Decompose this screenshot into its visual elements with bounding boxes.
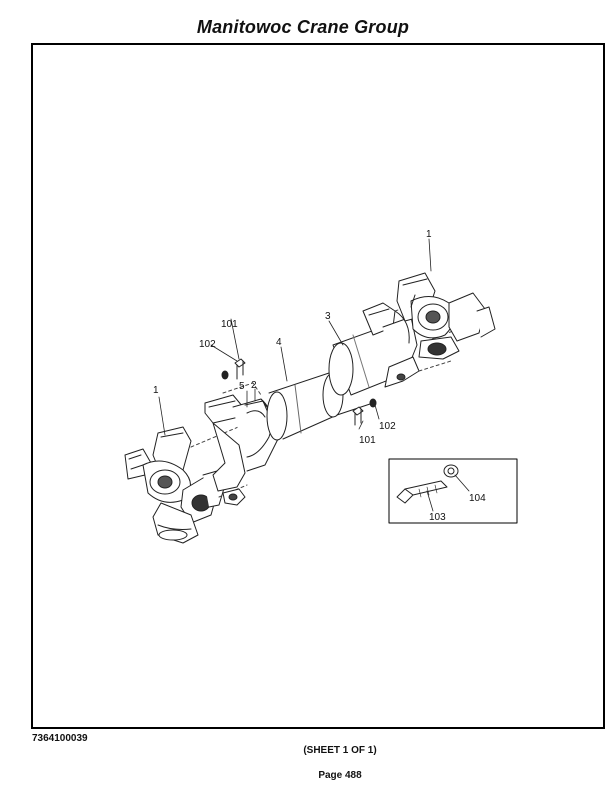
callout-bolt-lower: 101 <box>359 435 376 446</box>
callout-detail-bolt: 103 <box>429 512 446 523</box>
callout-yoke-right: 1 <box>426 229 432 240</box>
left-universal-joint <box>124 426 226 544</box>
diagram-frame: 1 1 2 3 4 5 101 102 101 102 103 104 <box>31 43 605 729</box>
sheet-label: (SHEET 1 OF 1) <box>303 745 377 756</box>
callout-tube: 3 <box>325 311 331 322</box>
driveshaft-exploded-diagram: 1 1 2 3 4 5 101 102 101 102 103 104 <box>124 229 518 544</box>
callout-washer-lower: 102 <box>379 421 396 432</box>
lower-bolt-and-washer <box>352 398 380 430</box>
callout-yoke-left: 1 <box>153 385 159 396</box>
callout-detail-washer: 104 <box>469 493 486 504</box>
page-number: Page 488 <box>318 770 362 781</box>
callout-bolt-upper: 101 <box>221 319 238 330</box>
callout-washer-upper: 102 <box>199 339 216 350</box>
right-slip-yoke <box>362 302 420 388</box>
fastener-detail-box <box>388 458 518 524</box>
right-universal-joint <box>396 272 496 360</box>
page-title: Manitowoc Crane Group <box>196 17 410 37</box>
upper-bolt-and-washer <box>210 318 246 380</box>
left-slip-yoke <box>204 394 280 506</box>
callout-shaft: 4 <box>276 337 282 348</box>
callout-strap: 5 <box>239 381 245 392</box>
document-number: 7364100039 <box>32 733 88 744</box>
callout-clamp: 2 <box>251 380 257 391</box>
